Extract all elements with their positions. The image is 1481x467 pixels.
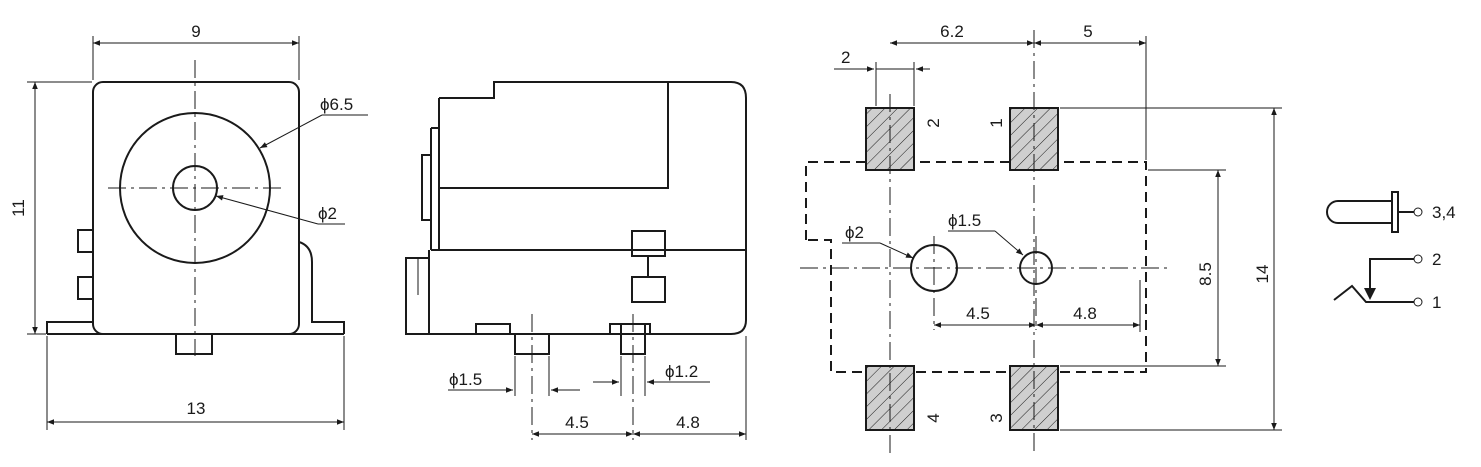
dim-hole-left: 4.5 (966, 304, 990, 323)
left-tab (46, 321, 93, 334)
label-hole-small: ϕ1.5 (948, 211, 981, 230)
schematic-pin-1: 1 (1432, 293, 1441, 312)
dim-pad-span-v: 8.5 (1196, 262, 1215, 286)
side-body (429, 81, 747, 335)
dim-pitch-right: 4.8 (676, 413, 700, 432)
spring-contact (1333, 284, 1414, 303)
side-view: ϕ1.5 ϕ1.2 4.5 4.8 (405, 81, 747, 440)
dim-hole-right: 4.8 (1073, 304, 1097, 323)
schematic-symbol: 3,4 2 1 (1326, 191, 1456, 312)
label-dia-inner: ϕ2 (318, 204, 337, 223)
right-tab (298, 241, 345, 334)
dim-width-bottom: 13 (187, 399, 206, 418)
front-view: 9 11 13 ϕ6.5 ϕ2 (9, 22, 368, 430)
label-pin-dia-right: ϕ1.2 (665, 362, 698, 381)
pad-number-3: 3 (987, 413, 1006, 422)
dim-pad-spacing: 6.2 (940, 22, 964, 41)
dim-width-top: 9 (191, 22, 200, 41)
schematic-pin-34: 3,4 (1432, 203, 1456, 222)
pad-number-4: 4 (924, 413, 943, 422)
pad-number-1: 1 (987, 118, 1006, 127)
pcb-layout: 2 1 4 3 6.2 5 2 8.5 14 ϕ2 ϕ1.5 (800, 22, 1282, 456)
body-outline (805, 161, 1147, 373)
label-pin-dia-left: ϕ1.5 (449, 370, 482, 389)
schematic-pin-2: 2 (1432, 250, 1441, 269)
label-dia-outer: ϕ6.5 (320, 95, 353, 114)
plug-symbol (1326, 200, 1392, 224)
label-hole-large: ϕ2 (845, 223, 864, 242)
dim-height: 11 (9, 199, 28, 217)
dim-right-offset: 5 (1083, 22, 1092, 41)
dim-total-height: 14 (1253, 265, 1272, 284)
dim-pad-width: 2 (841, 48, 850, 67)
pad-number-2: 2 (924, 118, 943, 127)
front-pin (175, 333, 213, 355)
dim-pitch-left: 4.5 (565, 413, 589, 432)
